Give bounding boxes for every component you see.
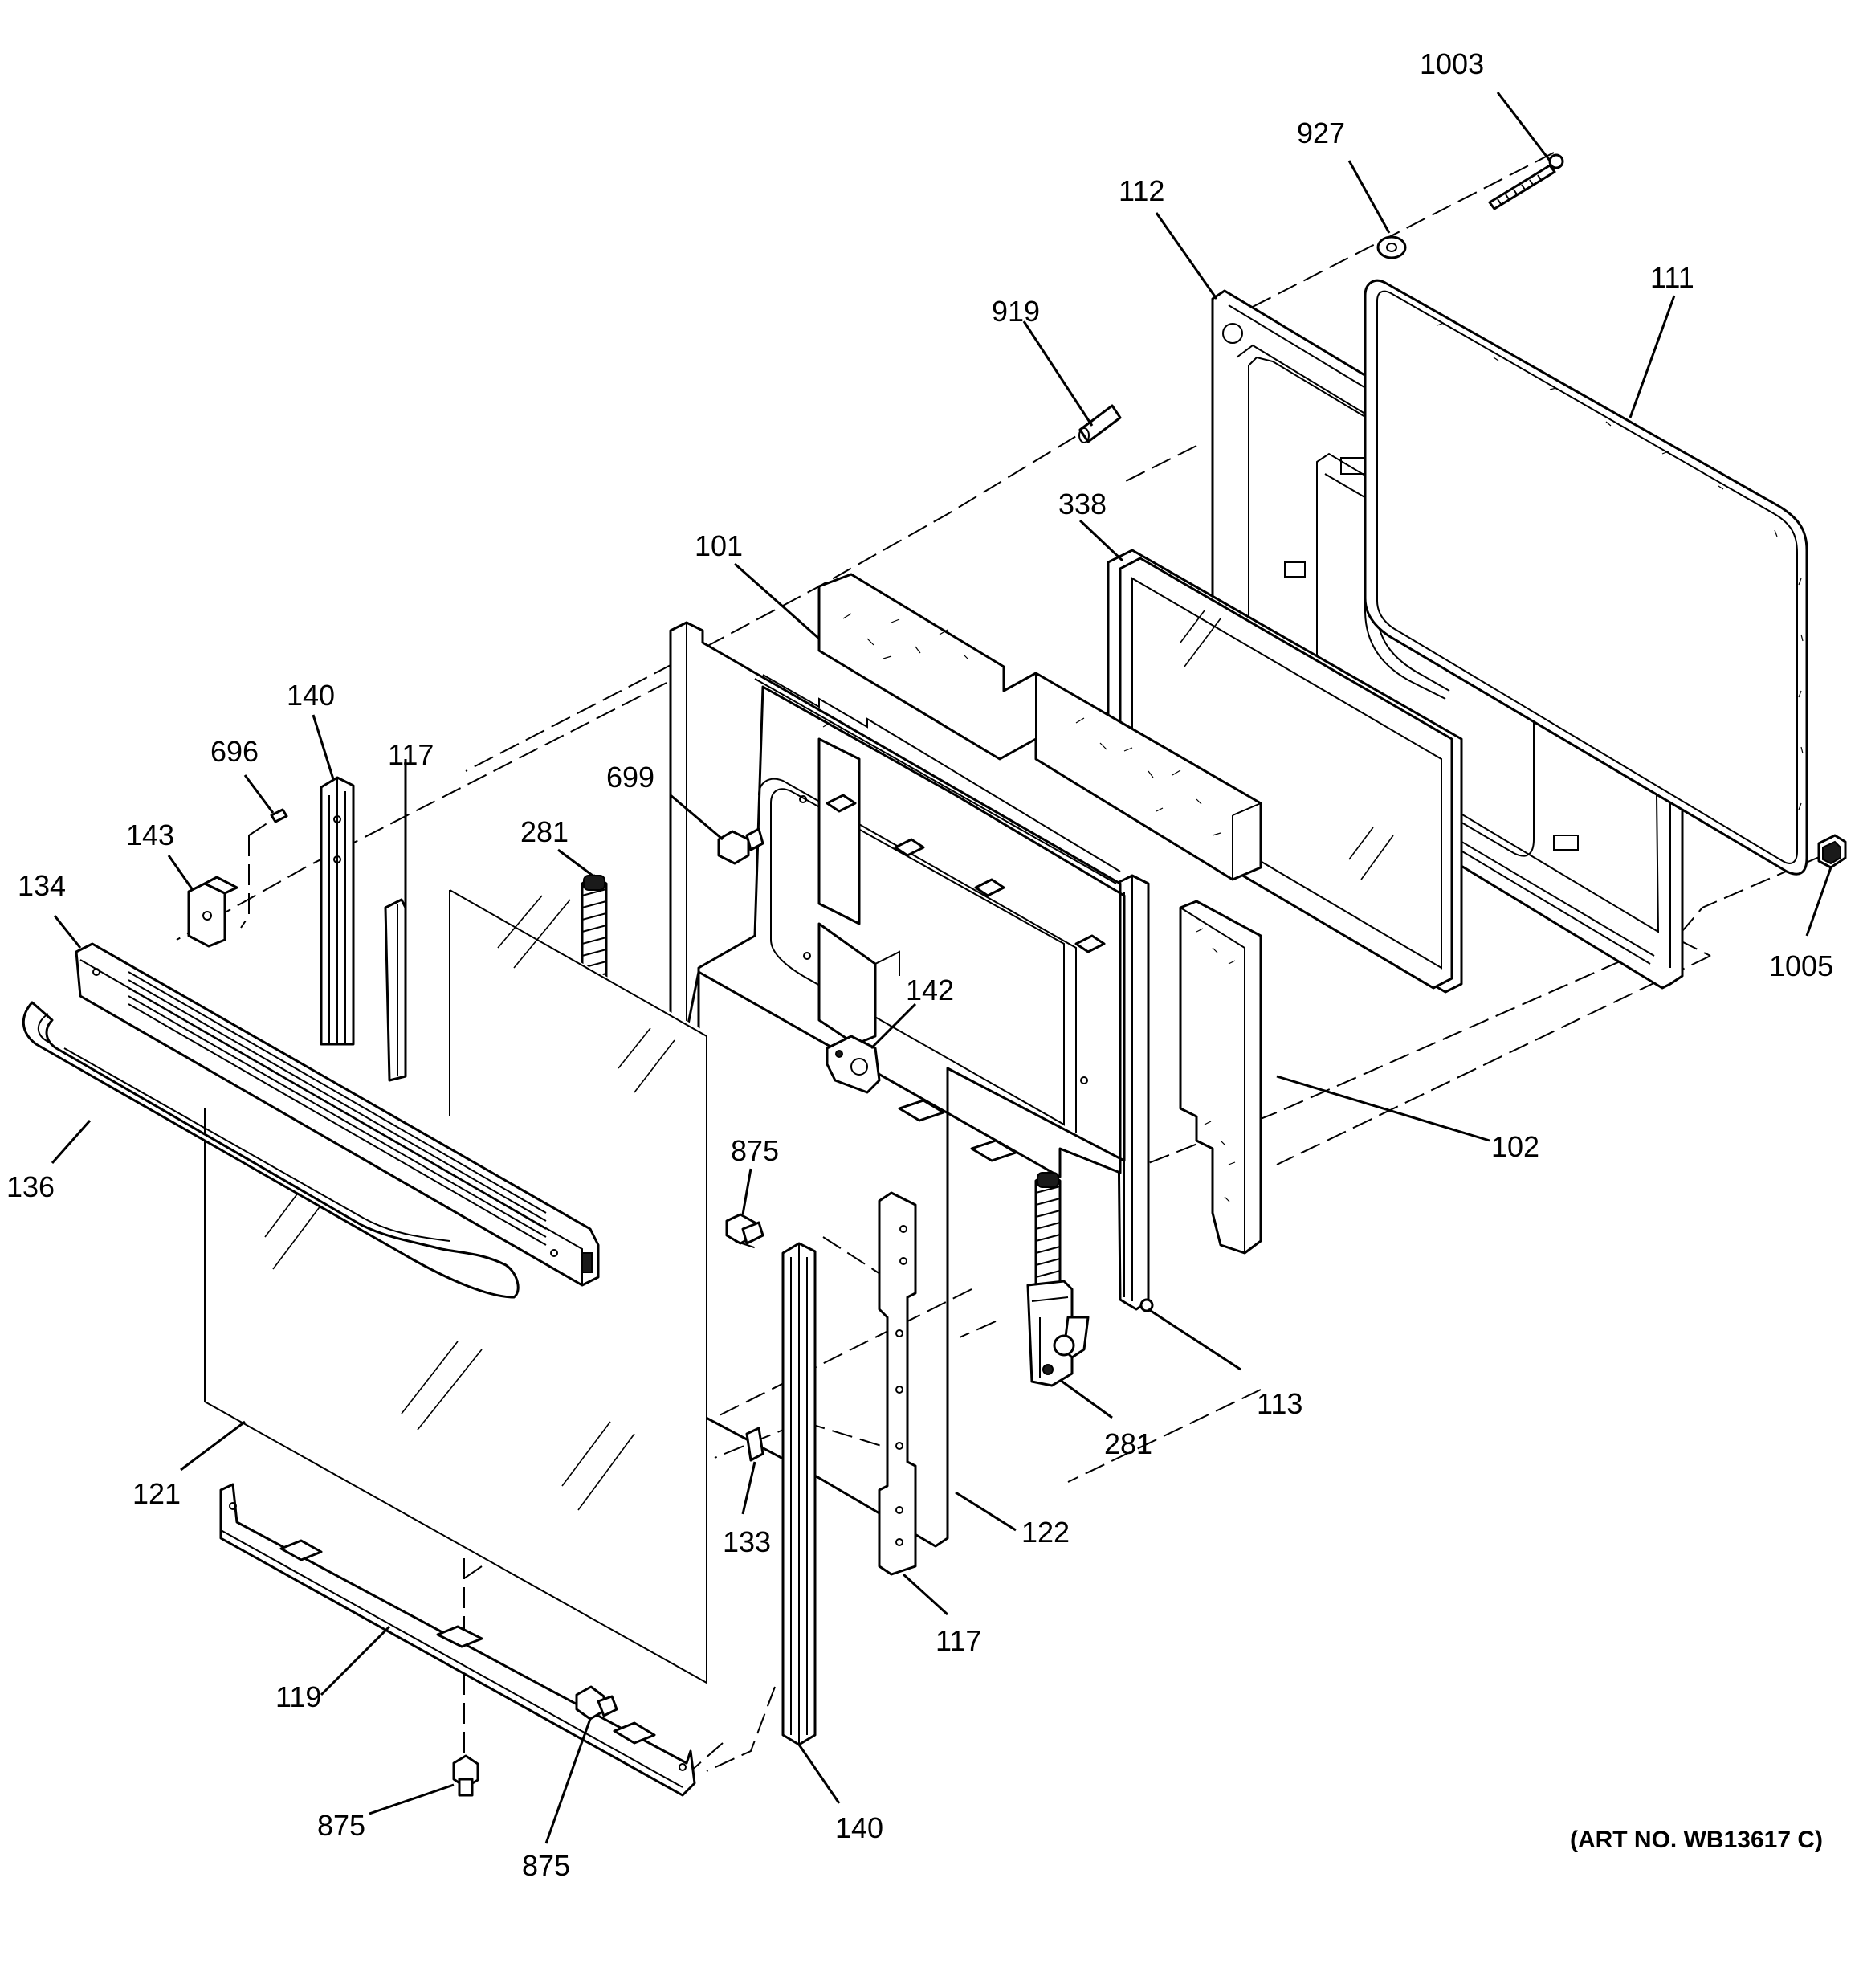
part-102-insulation-side <box>1179 900 1262 1255</box>
part-134-vent-trim <box>75 942 600 1287</box>
callout-117-bottom: 117 <box>936 1624 981 1657</box>
callout-133: 133 <box>723 1525 771 1558</box>
callout-281-right: 281 <box>1104 1427 1152 1460</box>
callout-112: 112 <box>1119 174 1164 207</box>
callout-875-mid: 875 <box>731 1134 779 1167</box>
callout-102: 102 <box>1491 1130 1539 1163</box>
callout-117-top: 117 <box>388 738 434 771</box>
callout-136: 136 <box>6 1170 55 1203</box>
part-927-washer <box>1376 235 1407 259</box>
art-number: (ART NO. WB13617 C) <box>1570 1827 1823 1853</box>
part-1005-screw <box>1817 834 1847 869</box>
callout-919: 919 <box>992 295 1040 328</box>
part-136-handle <box>22 1001 520 1299</box>
part-117-channel-bottom <box>878 1191 917 1576</box>
callout-699: 699 <box>606 761 654 794</box>
part-919-pin <box>1078 404 1122 443</box>
part-133-clip <box>745 1427 764 1462</box>
part-143-bracket <box>187 876 238 948</box>
part-117-channel-top <box>384 898 407 1082</box>
callout-1005: 1005 <box>1769 949 1833 982</box>
part-699-screw <box>717 827 764 865</box>
callout-113: 113 <box>1257 1387 1302 1420</box>
part-875-screw-mid <box>725 1213 764 1245</box>
part-1003-screw <box>1488 153 1564 210</box>
part-119-bottom-bracket <box>219 1483 696 1797</box>
callout-121: 121 <box>132 1477 181 1510</box>
part-696-screw <box>248 808 288 836</box>
leader-lines <box>51 92 1832 1844</box>
callout-143: 143 <box>126 818 174 851</box>
callout-875-left: 875 <box>317 1809 365 1842</box>
callout-134: 134 <box>18 869 66 902</box>
callout-281-left: 281 <box>520 815 569 848</box>
callout-140-top: 140 <box>287 679 335 712</box>
callout-122: 122 <box>1021 1516 1070 1549</box>
part-142-hinge-receiver <box>826 1035 881 1094</box>
part-111-door-gasket <box>1364 279 1808 876</box>
callout-338: 338 <box>1058 488 1107 520</box>
callout-875-center: 875 <box>522 1849 570 1882</box>
part-113-hinge-channel <box>1115 874 1154 1312</box>
callout-927: 927 <box>1297 116 1345 149</box>
part-875-screw-center <box>575 1685 618 1721</box>
callout-101: 101 <box>695 529 743 562</box>
part-281-hinge-right <box>1026 1171 1090 1387</box>
callout-119: 119 <box>275 1680 321 1713</box>
part-140-channel-bottom <box>781 1242 817 1746</box>
part-101-insulation-top <box>817 573 1262 881</box>
part-875-screw-left <box>452 1754 479 1797</box>
callout-142: 142 <box>906 974 954 1006</box>
callout-696: 696 <box>210 735 259 768</box>
callout-140-bottom: 140 <box>835 1811 883 1844</box>
part-121-outer-glass <box>204 889 707 1684</box>
part-140-channel-top <box>320 776 355 1046</box>
callout-1003: 1003 <box>1420 47 1484 80</box>
callout-111: 111 <box>1650 261 1694 294</box>
callout-labels: 1003 927 112 111 919 338 101 140 117 696… <box>6 47 1833 1882</box>
part-122-door-liner <box>697 685 1126 1548</box>
part-inner-door-panel <box>669 621 1122 1178</box>
